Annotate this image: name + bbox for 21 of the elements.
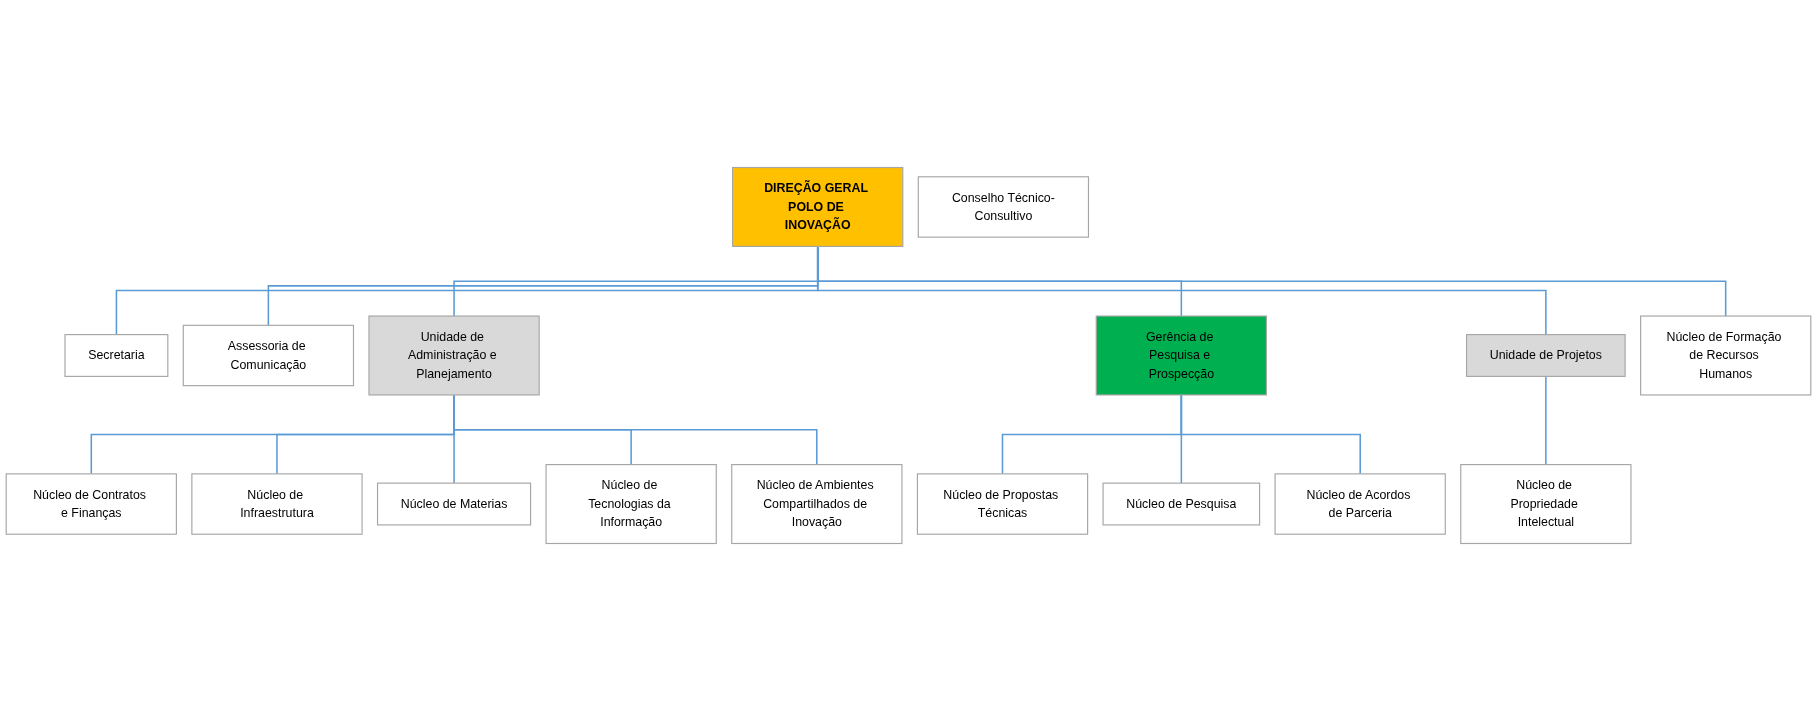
node-box: Núcleo de Propostas Técnicas (916, 473, 1089, 535)
connector (816, 245, 1727, 317)
node-box: Núcleo de Acordos de Parceria (1274, 473, 1446, 535)
node-box: Gerência de Pesquisa e Prospecção (1095, 315, 1267, 396)
node-box: Núcleo de Formação de Recursos Humanos (1640, 315, 1812, 396)
node-box: Núcleo de Contratos e Finanças (5, 473, 177, 535)
node-box: Conselho Técnico-Consultivo (917, 176, 1090, 238)
node-box: Núcleo de Tecnologias da Informação (545, 464, 717, 545)
node-box: Núcleo de Ambientes Compartilhados de Inovação (731, 464, 903, 545)
node-box: Núcleo de Propriedade Intelectual (1460, 464, 1632, 545)
node-box: Secretaria (64, 334, 169, 377)
node-box: Unidade de Administração e Planejamento (368, 315, 540, 396)
node-box: Núcleo de Materias (376, 482, 532, 526)
connector (1180, 394, 1361, 475)
node-box: Unidade de Projetos (1465, 334, 1626, 377)
node-box: Núcleo de Infraestrutura (191, 473, 363, 535)
node-box: Núcleo de Pesquisa (1102, 482, 1261, 526)
node-box: DIREÇÃO GERAL POLO DE INOVAÇÃO (732, 166, 904, 247)
node-box: Assessoria de Comunicação (182, 324, 355, 387)
connector (1545, 375, 1547, 466)
connector (453, 394, 818, 466)
